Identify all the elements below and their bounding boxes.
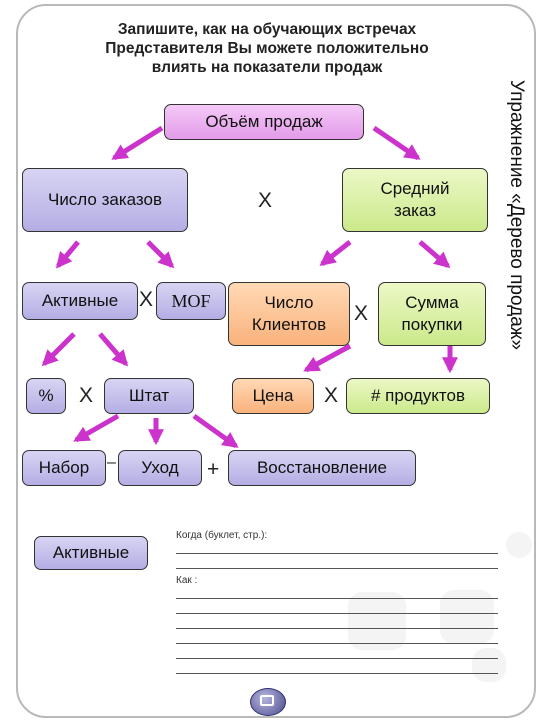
hiring-box: Набор xyxy=(22,450,106,486)
average-order-label-1: Средний xyxy=(380,179,450,198)
staff-label: Штат xyxy=(128,386,170,405)
plus-operator: + xyxy=(207,458,220,481)
mof-label: MOF xyxy=(171,290,211,311)
arrow-clients-to-price xyxy=(303,343,352,373)
products-box: # продуктов xyxy=(346,378,490,414)
sales-volume-label: Объём продаж xyxy=(205,112,323,131)
active-bottom-label: Активные xyxy=(52,543,130,562)
average-order-box: Средний заказ xyxy=(342,168,488,232)
header-line-3: влиять на показатели продаж xyxy=(151,59,383,76)
percent-label: % xyxy=(38,386,54,405)
background-square xyxy=(348,592,406,650)
arrow-staff-to-hiring xyxy=(73,413,120,443)
arrow-active-to-percent xyxy=(41,332,76,367)
recovery-label: Восстановление xyxy=(256,458,388,477)
answer-line[interactable] xyxy=(176,613,498,614)
price-box: Цена xyxy=(232,378,314,414)
clients-label-2: Клиентов xyxy=(251,315,327,334)
arrow-orders-to-mof xyxy=(146,240,175,269)
arrow-staff-to-recovery xyxy=(192,413,239,449)
order-count-label: Число заказов xyxy=(47,190,163,209)
logo-icon xyxy=(250,688,286,716)
order-count-box: Число заказов xyxy=(22,168,188,232)
arrow-orders-to-active xyxy=(55,240,80,269)
clients-label-1: Число xyxy=(264,293,314,312)
percent-box: % xyxy=(26,378,66,414)
multiply-operator: X xyxy=(324,384,339,407)
background-square xyxy=(506,532,532,558)
background-square xyxy=(440,590,494,644)
purchase-sum-box: Сумма покупки xyxy=(378,282,486,346)
answer-line[interactable] xyxy=(176,598,498,599)
answer-line[interactable] xyxy=(176,628,498,629)
recovery-box: Восстановление xyxy=(228,450,416,486)
when-label: Когда (буклет, стр.): xyxy=(176,530,268,541)
multiply-operator: X xyxy=(79,384,94,407)
staff-box: Штат xyxy=(104,378,194,414)
answer-line[interactable] xyxy=(176,673,498,674)
minus-operator: – xyxy=(107,454,116,471)
active-box: Активные xyxy=(22,282,138,320)
answer-line[interactable] xyxy=(176,658,498,659)
arrow-average-to-sum xyxy=(418,240,451,269)
arrow-sales-to-orders xyxy=(111,125,164,161)
sales-volume-box: Объём продаж xyxy=(164,104,364,140)
clients-box: Число Клиентов xyxy=(228,282,350,346)
hiring-label: Набор xyxy=(38,458,90,477)
mof-box: MOF xyxy=(156,282,226,320)
how-label: Как : xyxy=(176,575,198,586)
answer-line[interactable] xyxy=(176,568,498,569)
multiply-operator: X xyxy=(354,302,369,325)
purchase-sum-label-1: Сумма xyxy=(405,293,459,312)
background-square xyxy=(472,648,506,682)
multiply-operator: X xyxy=(139,288,154,311)
page-frame xyxy=(16,4,536,718)
average-order-label-2: заказ xyxy=(393,201,437,220)
active-bottom-box: Активные xyxy=(34,536,148,570)
leaving-label: Уход xyxy=(141,458,179,477)
instruction-header: Запишите, как на обучающих встречах Пред… xyxy=(62,20,472,77)
price-label: Цена xyxy=(252,386,294,405)
arrow-average-to-clients xyxy=(319,240,352,266)
purchase-sum-label-2: покупки xyxy=(401,315,463,334)
products-label: # продуктов xyxy=(370,386,466,405)
leaving-box: Уход xyxy=(118,450,202,486)
multiply-operator: X xyxy=(258,189,273,212)
arrow-active-to-staff xyxy=(98,332,129,367)
answer-line[interactable] xyxy=(176,553,498,554)
header-line-1: Запишите, как на обучающих встречах xyxy=(117,21,417,38)
answer-line[interactable] xyxy=(176,643,498,644)
header-line-2: Представителя Вы можете положительно xyxy=(105,40,429,57)
arrow-sales-to-average xyxy=(372,125,421,161)
active-label: Активные xyxy=(41,291,119,310)
